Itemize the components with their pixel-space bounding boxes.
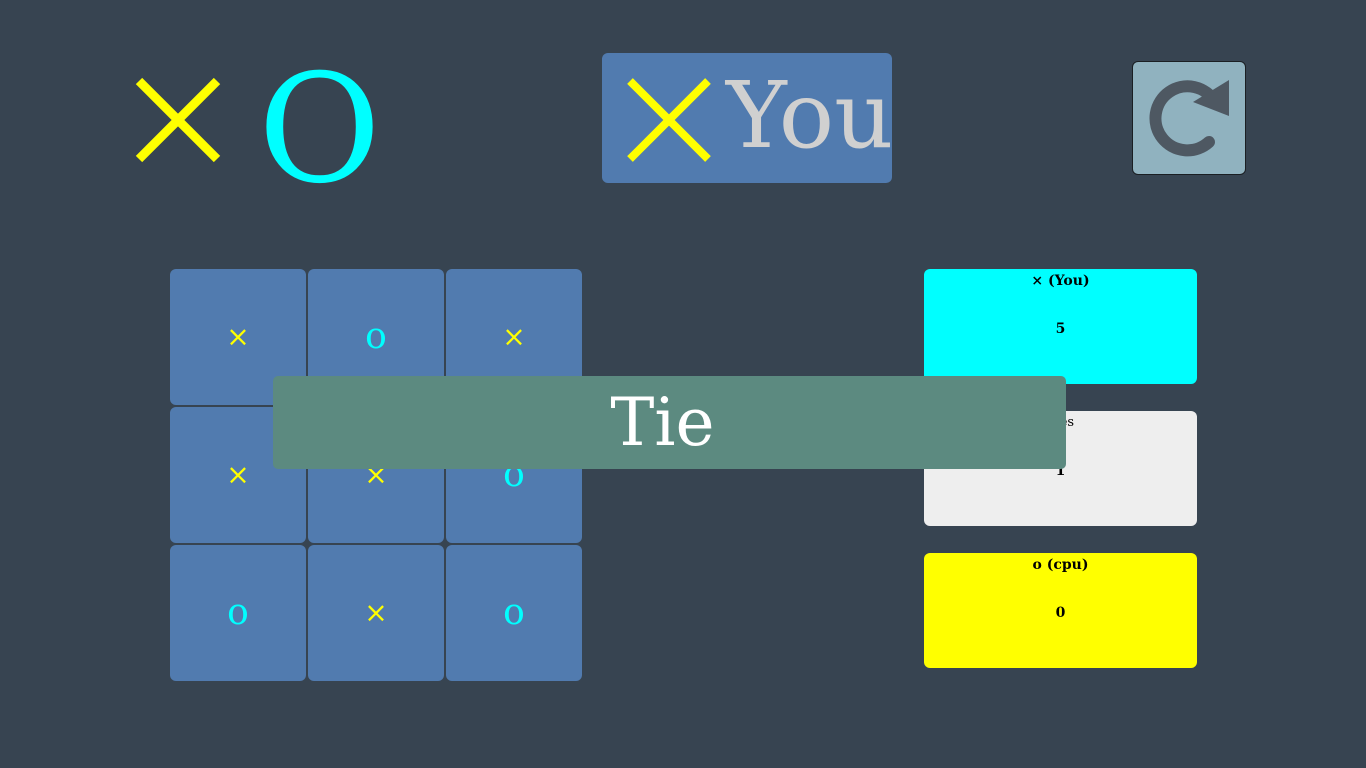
x-mark-icon — [627, 78, 711, 162]
restart-button[interactable] — [1132, 61, 1246, 175]
board-cell[interactable]: o — [446, 545, 582, 681]
score-value: 5 — [1055, 321, 1066, 337]
turn-indicator: You — [602, 53, 894, 183]
game-board: × o × × × o o × o — [170, 269, 582, 681]
score-card-player-o: o (cpu) 0 — [924, 553, 1197, 668]
score-label: × (You) — [1031, 273, 1090, 289]
logo-o: O — [258, 43, 381, 217]
result-banner: Tie — [273, 376, 1066, 469]
board-cell[interactable]: o — [170, 545, 306, 681]
score-value: 0 — [1055, 605, 1066, 621]
score-card-player-x: × (You) 5 — [924, 269, 1197, 384]
restart-arrow-icon — [1149, 80, 1229, 157]
result-text: Tie — [610, 383, 715, 461]
score-value: 1 — [1055, 463, 1066, 479]
x-mark-icon — [135, 77, 221, 163]
turn-label: You — [726, 62, 894, 169]
score-label: o (cpu) — [1032, 557, 1089, 573]
board-cell[interactable]: × — [308, 545, 444, 681]
